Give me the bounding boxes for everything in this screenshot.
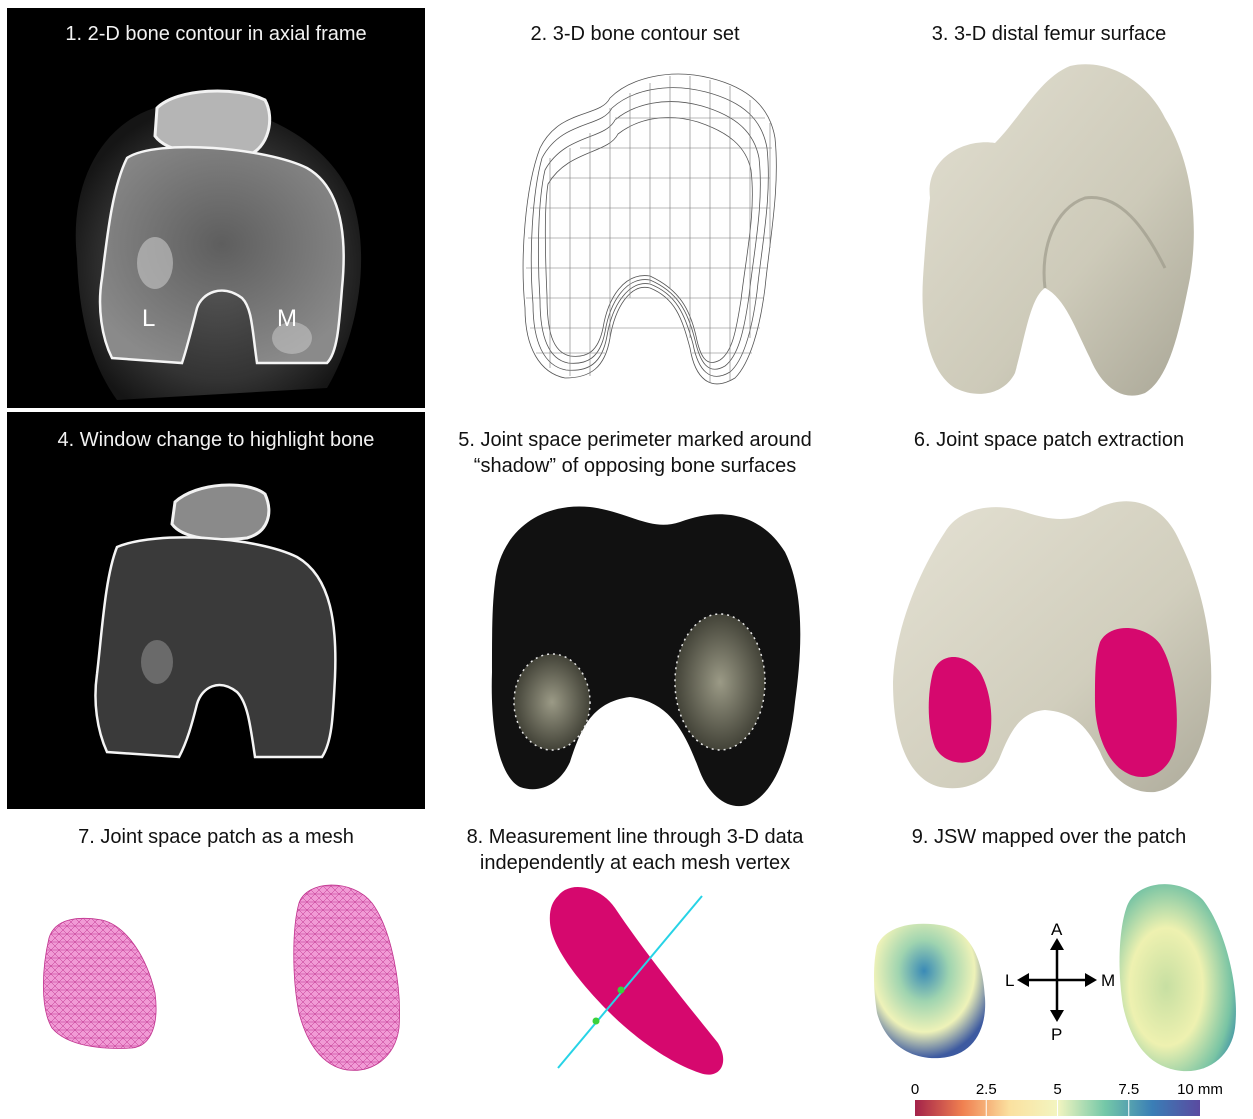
colorbar: 0 2.5 5 7.5 10 mm [911, 1081, 1223, 1116]
mesh-render [7, 818, 425, 1119]
panel-femur-surface: 3. 3-D distal femur surface [845, 8, 1253, 408]
panel-jsw-map: 9. JSW mapped over the patch [845, 818, 1253, 1119]
orientation-compass [1025, 946, 1089, 1014]
medial-label: M [277, 305, 297, 332]
colorbar-tick-label: 0 [911, 1081, 919, 1098]
compass-anterior: A [1051, 920, 1063, 939]
arrow-left-icon [1017, 973, 1029, 987]
patch-extraction-render [845, 412, 1253, 812]
ct-axial-image: L M [7, 8, 425, 408]
vertex-point-bottom [593, 1018, 600, 1025]
compass-lateral: L [1005, 971, 1014, 990]
panel-joint-perimeter: 5. Joint space perimeter marked around “… [430, 412, 840, 812]
compass-posterior: P [1051, 1025, 1062, 1044]
colorbar-tick-label: 10 mm [1177, 1081, 1223, 1098]
panel-patch-mesh: 7. Joint space patch as a mesh [7, 818, 425, 1119]
femur-surface-render [845, 8, 1253, 408]
jsw-map-render: A P L M 0 2.5 5 7.5 10 mm [845, 818, 1253, 1119]
panel-ct-contour: 1. 2-D bone contour in axial frame L M [7, 8, 425, 408]
panel-patch-extraction: 6. Joint space patch extraction [845, 412, 1253, 812]
panel-ct-window: 4. Window change to highlight bone [7, 412, 425, 809]
arrow-up-icon [1050, 938, 1064, 950]
colorbar-tick-label: 2.5 [976, 1081, 997, 1098]
lateral-label: L [142, 305, 155, 332]
panel-measurement-line: 8. Measurement line through 3-D data ind… [430, 818, 840, 1119]
arrow-right-icon [1085, 973, 1097, 987]
colorbar-tick-label: 5 [1053, 1081, 1061, 1098]
compass-medial: M [1101, 971, 1115, 990]
medial-jsw-patch [1120, 884, 1236, 1071]
panel-contour-set: 2. 3-D bone contour set [430, 8, 840, 408]
vertex-point-top [618, 987, 625, 994]
lateral-jsw-patch [874, 924, 985, 1058]
colorbar-tick-label: 7.5 [1118, 1081, 1139, 1098]
contour-set-diagram [430, 8, 840, 408]
arrow-down-icon [1050, 1010, 1064, 1022]
perimeter-render [430, 412, 840, 812]
ct-windowed-image [7, 412, 425, 809]
measurement-render [430, 818, 840, 1119]
